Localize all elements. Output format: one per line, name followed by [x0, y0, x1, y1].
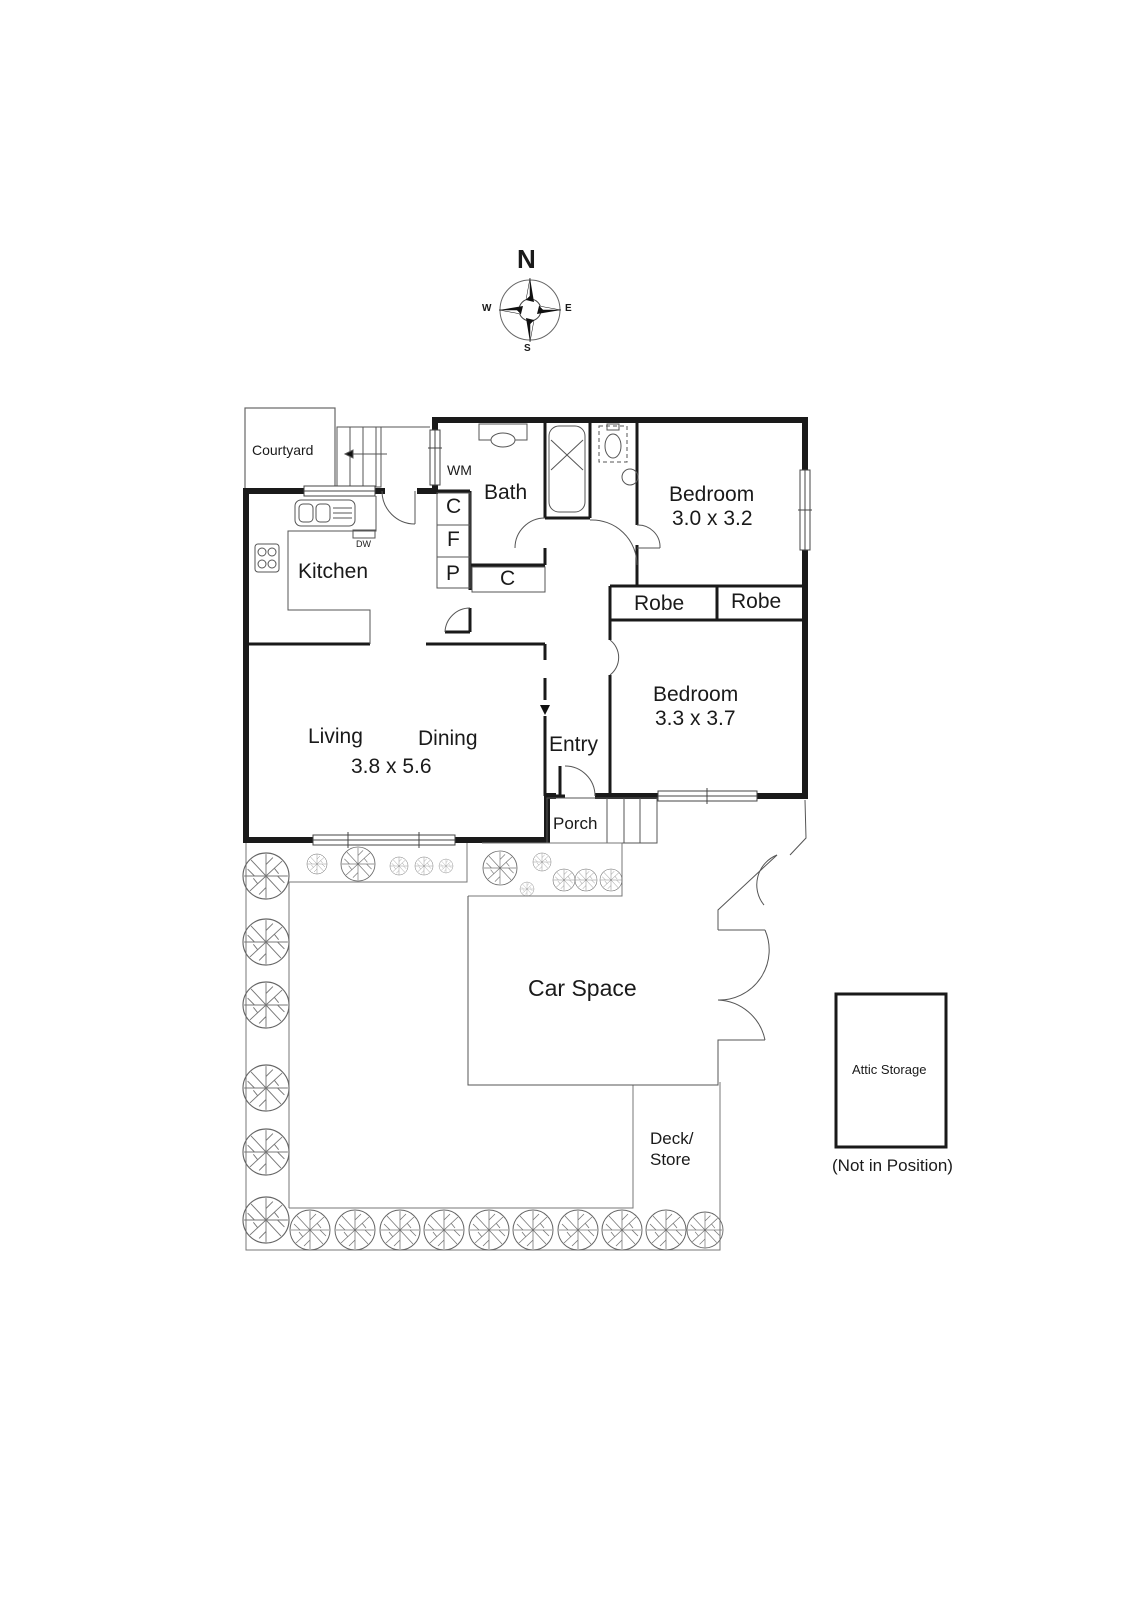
- room-label-living: Living: [308, 725, 363, 748]
- landscape-trees: [242, 846, 724, 1251]
- room-size-bedroom1: 3.0 x 3.2: [672, 507, 753, 530]
- compass-south-label: S: [524, 343, 531, 354]
- attic-position-note: (Not in Position): [832, 1156, 953, 1175]
- cupboard-label-p: P: [446, 562, 461, 585]
- wm-window: [428, 429, 442, 486]
- room-label-car-space: Car Space: [528, 975, 637, 1001]
- car-space-outline: [467, 799, 807, 1086]
- kitchen-bench: [254, 496, 377, 644]
- compass-east-label: E: [565, 303, 572, 314]
- room-label-deck-store-line2: Store: [650, 1150, 691, 1169]
- room-label-porch: Porch: [553, 814, 598, 833]
- bedroom2-window: [657, 788, 758, 804]
- attic-storage-box: [834, 992, 948, 1149]
- room-size-living-dining: 3.8 x 5.6: [351, 755, 432, 778]
- compass-north-label: N: [517, 244, 536, 274]
- cupboard-label-f: F: [447, 528, 460, 551]
- room-label-bedroom2: Bedroom: [653, 683, 739, 706]
- living-window: [312, 832, 456, 848]
- room-label-robe2: Robe: [731, 590, 782, 613]
- room-label-attic-storage: Attic Storage: [852, 1062, 927, 1077]
- door-swings: [381, 490, 661, 797]
- room-label-bedroom1: Bedroom: [669, 483, 755, 506]
- courtyard-steps: [336, 426, 387, 488]
- room-label-kitchen: Kitchen: [298, 560, 369, 583]
- room-label-bath: Bath: [484, 481, 528, 504]
- kitchen-window: [303, 485, 376, 497]
- room-label-courtyard: Courtyard: [252, 442, 314, 458]
- bath-fixtures: [478, 423, 639, 513]
- sliding-door-arrow: [540, 705, 550, 715]
- bedroom1-window: [798, 469, 812, 551]
- room-size-bedroom2: 3.3 x 3.7: [655, 707, 736, 730]
- room-label-entry: Entry: [549, 733, 599, 756]
- room-label-robe1: Robe: [634, 592, 685, 615]
- room-label-deck-store-line1: Deck/: [650, 1129, 694, 1148]
- appliance-label-dw: DW: [356, 539, 371, 549]
- garden-outline: [245, 842, 721, 1251]
- cupboard-cells: [436, 492, 546, 593]
- room-label-wm: WM: [447, 462, 472, 478]
- room-label-dining: Dining: [418, 727, 478, 750]
- cupboard-label-c2: C: [500, 567, 516, 590]
- compass-rose: [498, 277, 562, 343]
- cupboard-label-c1: C: [446, 495, 462, 518]
- compass-west-label: W: [482, 303, 492, 314]
